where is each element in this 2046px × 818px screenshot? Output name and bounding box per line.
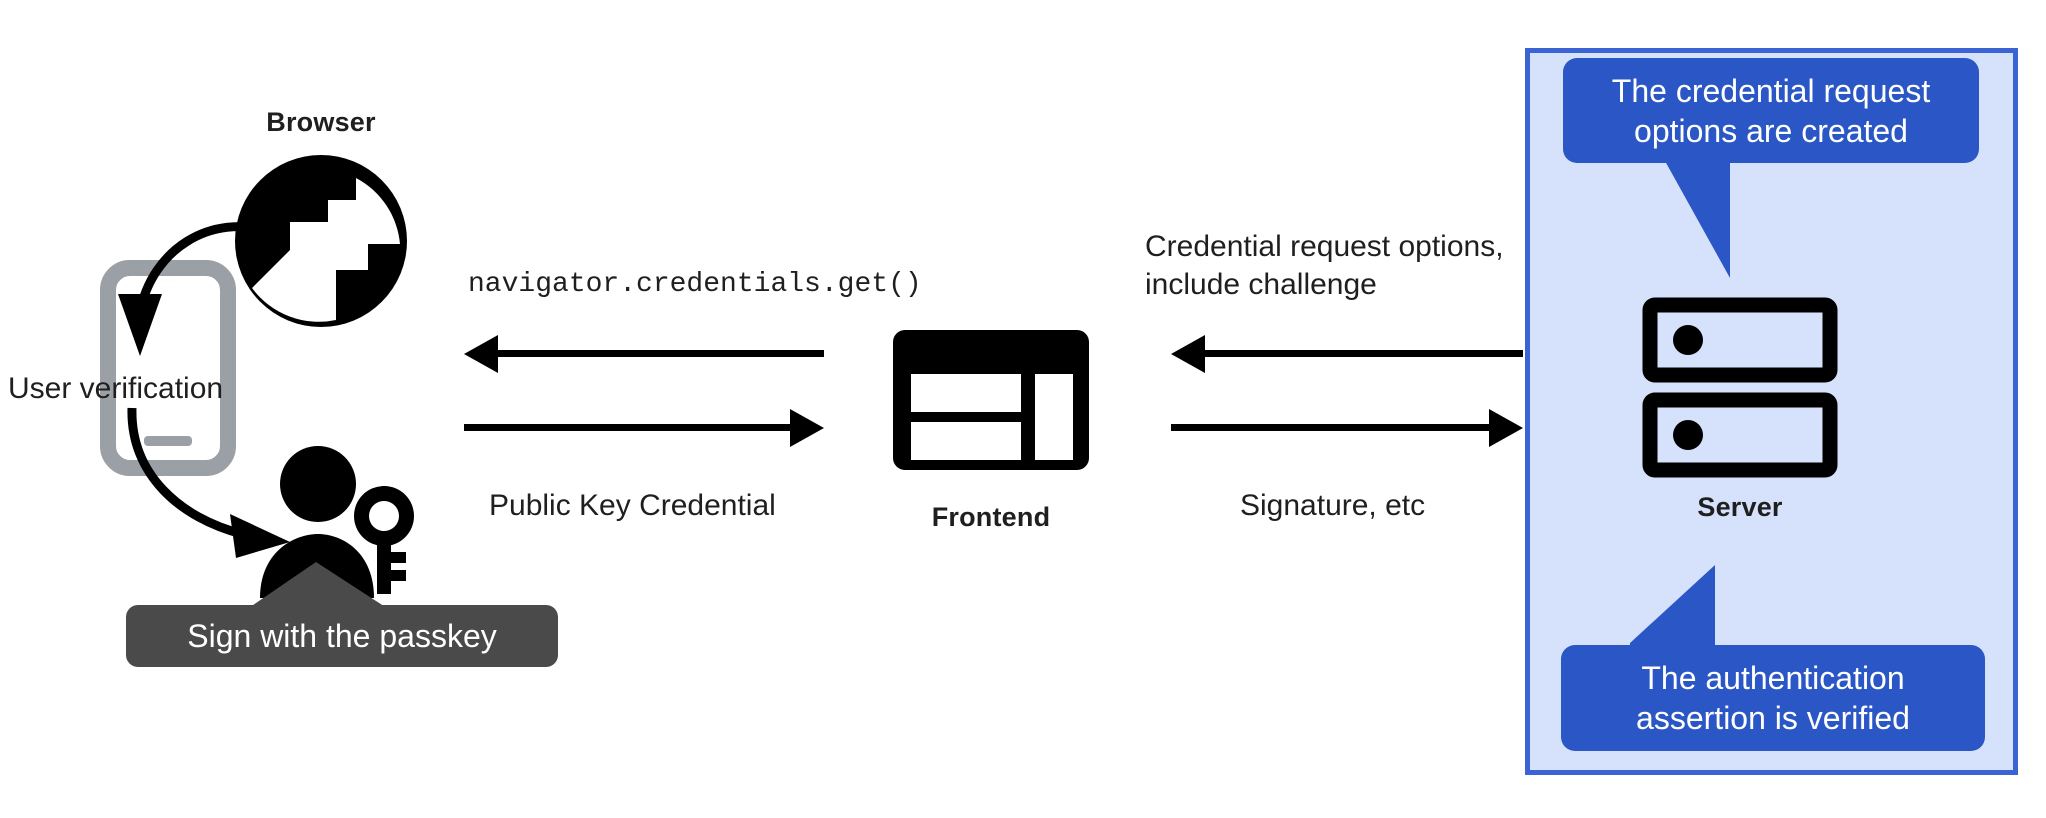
server-to-frontend-arrowhead [1171, 335, 1205, 373]
navigator-get-label: navigator.credentials.get() [468, 269, 922, 300]
frontend-to-server-arrow-line [1171, 424, 1491, 431]
signature-etc-label: Signature, etc [1240, 489, 1426, 522]
frontend-label: Frontend [931, 502, 1051, 532]
credential-options-callout-text: The credential request options are creat… [1611, 72, 1931, 149]
browser-to-phone-arrow [118, 222, 274, 356]
passkey-callout-text: Sign with the passkey [187, 617, 497, 654]
credential-options-callout: The credential request options are creat… [1563, 58, 1979, 163]
globe-icon [235, 155, 407, 327]
assertion-verified-callout-text: The authentication assertion is verified [1636, 660, 1910, 736]
smartphone-icon [100, 260, 236, 476]
server-racks-icon [1642, 297, 1838, 478]
browser-to-frontend-arrow-line [464, 424, 792, 431]
passkey-callout-tail [240, 562, 396, 614]
browser-to-frontend-arrowhead [790, 409, 824, 447]
web-layout-icon [893, 330, 1089, 470]
frontend-to-browser-arrow-line [496, 350, 824, 357]
assertion-verified-callout: The authentication assertion is verified [1561, 645, 1985, 751]
frontend-to-browser-arrowhead [464, 335, 498, 373]
passkey-callout: Sign with the passkey [126, 605, 558, 667]
frontend-to-server-arrowhead [1489, 409, 1523, 447]
server-to-frontend-arrow-line [1203, 350, 1523, 357]
credential-options-callout-tail [1620, 150, 1730, 278]
phone-to-user-arrow [127, 407, 290, 558]
browser-label: Browser [266, 107, 376, 137]
user-verification-label: User verification [8, 372, 224, 405]
public-key-credential-label: Public Key Credential [489, 489, 776, 522]
credential-request-options-label: Credential request options, include chal… [1145, 230, 1504, 302]
server-label: Server [1697, 492, 1783, 522]
